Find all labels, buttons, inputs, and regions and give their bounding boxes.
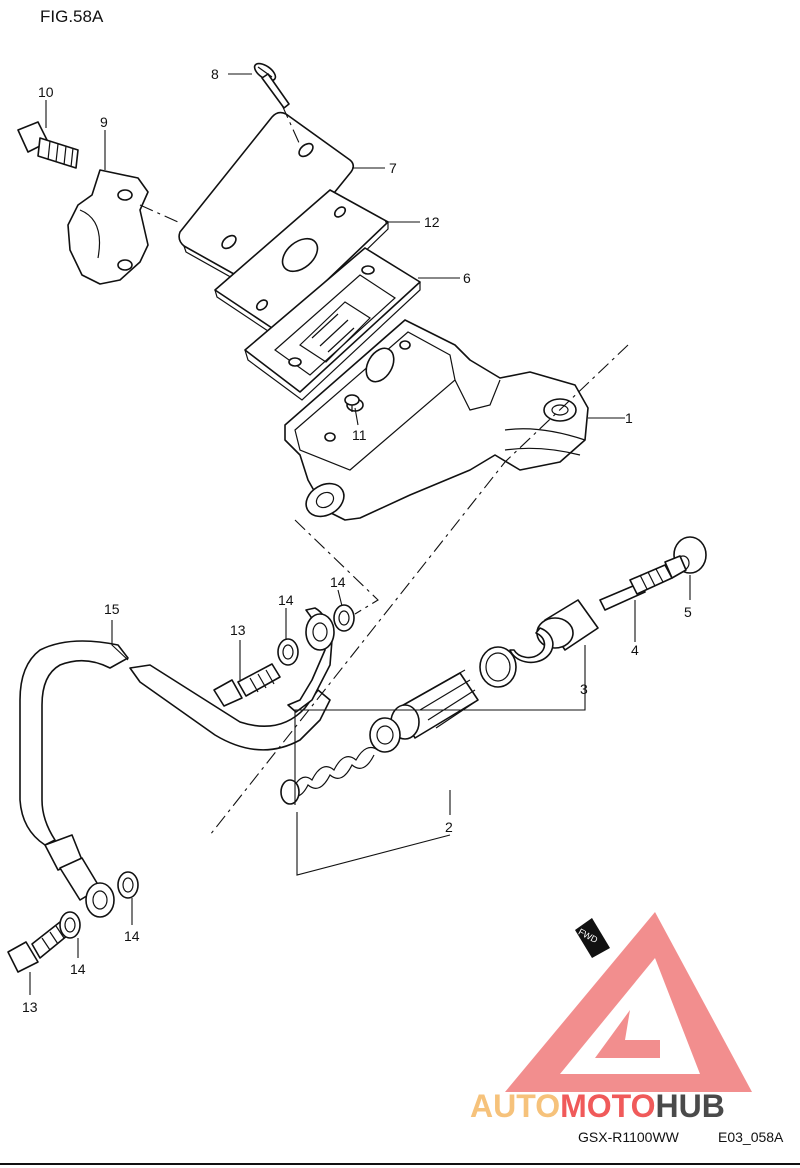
callout-2: 2 <box>445 819 453 835</box>
part-14-washer-lower-a <box>59 911 81 939</box>
part-3-piston-kit <box>479 599 599 688</box>
callout-14-upper-a: 14 <box>278 592 294 608</box>
callout-13-upper: 13 <box>230 622 246 638</box>
callout-12: 12 <box>424 214 440 230</box>
assembly-lines <box>139 104 629 836</box>
part-6-diaphragm <box>244 247 421 401</box>
watermark-text: AUTOMOTOHUB <box>470 1088 725 1124</box>
callout-7: 7 <box>389 160 397 176</box>
part-14-washer-lower-b <box>117 871 139 899</box>
part-14-washer-upper-b <box>333 604 355 632</box>
leader-lines <box>29 73 691 995</box>
part-11-screw <box>344 394 360 412</box>
part-8-screw <box>253 62 290 109</box>
callout-9: 9 <box>100 114 108 130</box>
part-4-push-rod <box>599 555 687 611</box>
callout-13-lower: 13 <box>22 999 38 1015</box>
callout-10: 10 <box>38 84 54 100</box>
part-13-union-bolt-upper <box>213 663 281 707</box>
callout-8: 8 <box>211 66 219 82</box>
part-10-bolt <box>17 121 79 169</box>
watermark-logo: FWD AUTOMOTOHUB <box>470 912 752 1124</box>
callout-5: 5 <box>684 604 692 620</box>
callout-4: 4 <box>631 642 639 658</box>
callout-15: 15 <box>104 601 120 617</box>
callout-14-upper-b: 14 <box>330 574 346 590</box>
callout-14-lower-a: 14 <box>70 961 86 977</box>
model-code: GSX-R1100WW <box>578 1129 680 1145</box>
callout-3: 3 <box>580 681 588 697</box>
callout-1: 1 <box>625 410 633 426</box>
part-9-clamp <box>67 169 149 285</box>
part-14-washer-upper-a <box>277 638 299 666</box>
fwd-arrow-icon <box>575 918 610 958</box>
part-15-hose <box>19 607 335 918</box>
drawing-code: E03_058A <box>718 1129 784 1145</box>
part-1-master-cylinder-body <box>284 319 589 521</box>
figure-title: FIG.58A <box>40 7 104 26</box>
callout-6: 6 <box>463 270 471 286</box>
drawing-footer: GSX-R1100WW E03_058A <box>578 1129 784 1145</box>
callout-11: 11 <box>352 427 367 443</box>
callout-14-lower-b: 14 <box>124 928 140 944</box>
part-callouts: 1 2 3 4 5 6 7 8 9 10 11 12 13 13 14 14 1… <box>22 66 692 1015</box>
part-13-union-bolt-lower <box>7 921 69 973</box>
part-7-reservoir-cap <box>178 111 355 290</box>
